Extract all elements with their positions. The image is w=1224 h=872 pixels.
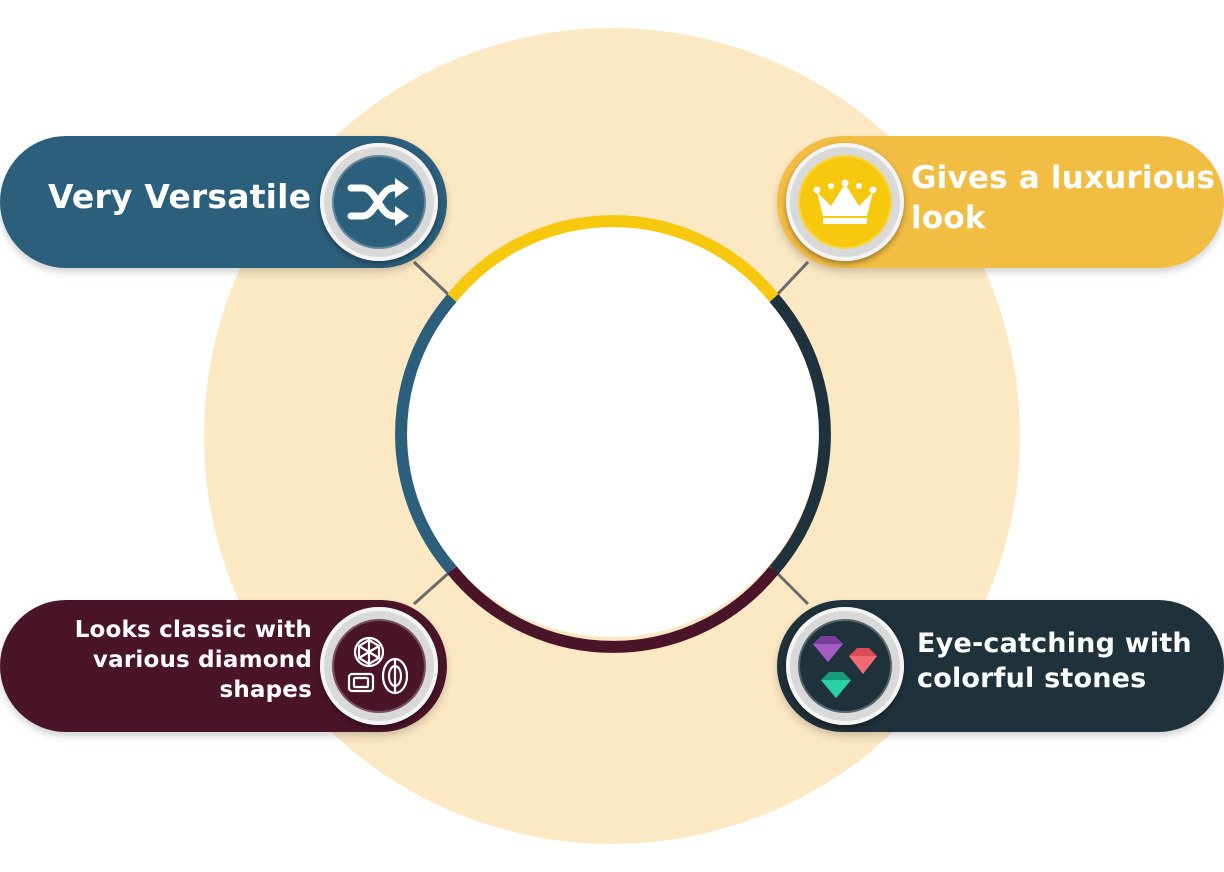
connector-top-right: [772, 260, 810, 300]
connector-bottom-left: [412, 568, 454, 606]
luxurious-card: Gives a luxurious look: [777, 136, 1224, 268]
colorful-label: Eye-catching with colorful stones: [917, 626, 1192, 696]
luxurious-label-line-1: Gives a luxurious: [911, 160, 1216, 196]
gemstones-icon: [813, 636, 877, 698]
classic-card: Looks classic with various diamond shape…: [0, 600, 447, 732]
ring-arc-top: [447, 215, 779, 302]
classic-badge-inner: [332, 619, 426, 713]
colorful-card: Eye-catching with colorful stones: [777, 600, 1224, 732]
luxurious-label: Gives a luxurious look: [911, 158, 1215, 239]
diamond-shapes-icon: [347, 636, 409, 695]
colorful-badge: [786, 607, 904, 725]
luxurious-badge-inner: [798, 155, 892, 249]
classic-label-line-1: Looks classic with: [74, 617, 312, 643]
ring-arc-left: [395, 294, 457, 574]
classic-badge: [320, 607, 438, 725]
classic-label-line-2: various diamond: [92, 646, 312, 673]
ring-arc-right: [769, 294, 831, 574]
connector-top-left: [412, 260, 454, 300]
colorful-badge-inner: [798, 619, 892, 713]
versatile-label: Very Versatile: [48, 177, 312, 216]
versatile-card: Very Versatile: [0, 136, 447, 268]
shuffle-icon: [347, 178, 409, 226]
colorful-label-line-2: colorful stones: [917, 663, 1147, 695]
classic-label-line-3: shapes: [219, 676, 312, 703]
classic-label: Looks classic with various diamond shape…: [75, 616, 312, 706]
inner-circle: [405, 223, 819, 637]
connector-bottom-right: [772, 568, 810, 606]
colorful-label-line-1: Eye-catching with: [917, 628, 1192, 659]
ring-arc-bottom: [447, 566, 779, 653]
crown-icon: [813, 179, 877, 224]
versatile-badge: [320, 143, 438, 261]
versatile-badge-inner: [332, 155, 426, 249]
luxurious-label-line-2: look: [911, 200, 986, 237]
luxurious-badge: [786, 143, 904, 261]
